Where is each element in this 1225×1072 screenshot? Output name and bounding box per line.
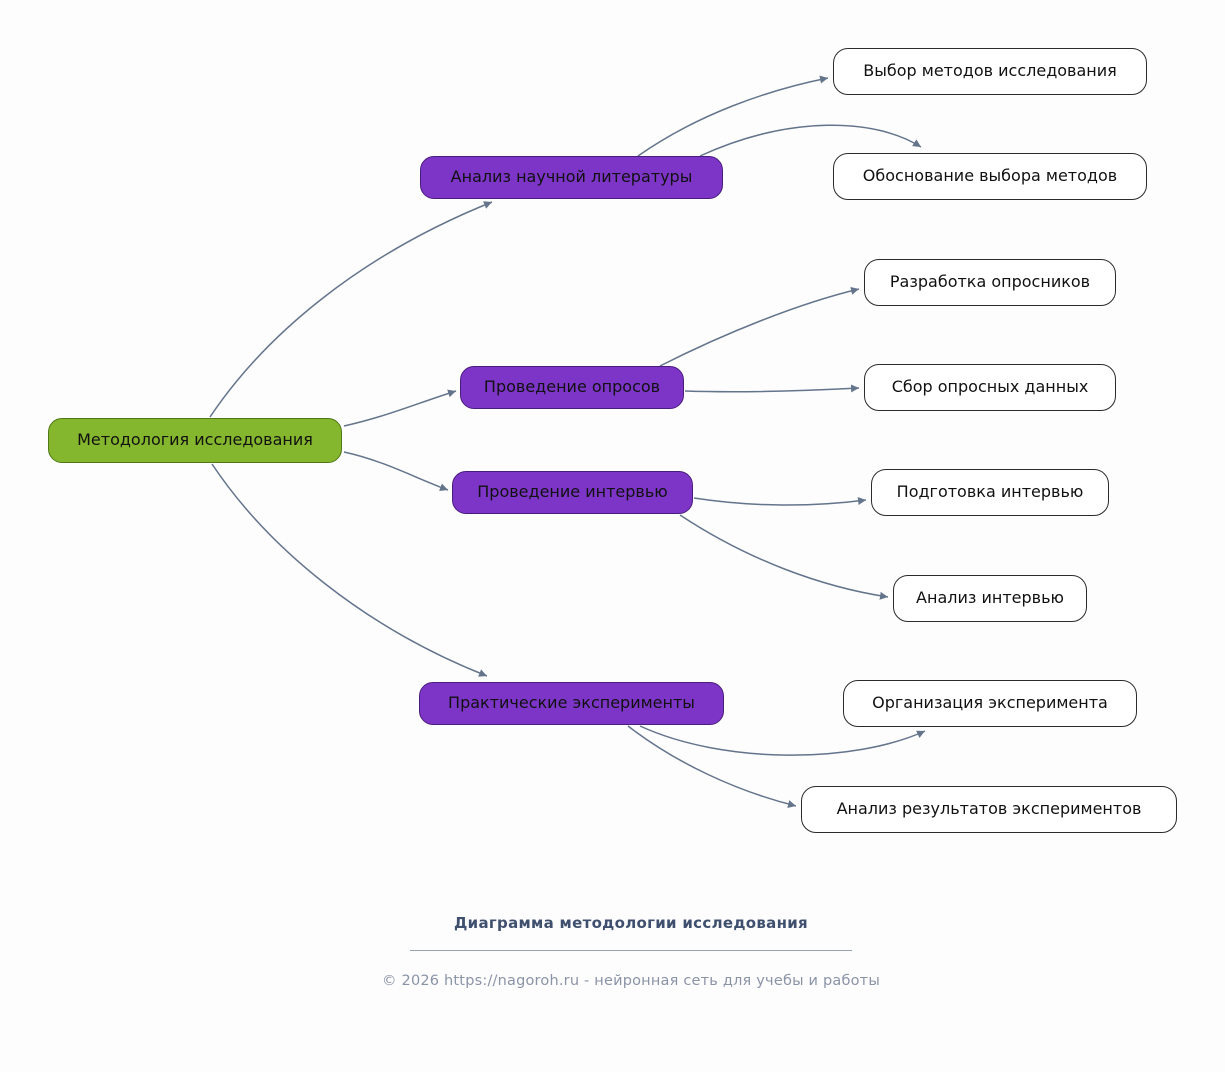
node-questionnaire-development: Разработка опросников [864,259,1116,306]
node-experiments: Практические эксперименты [419,682,724,725]
node-survey-data-collection: Сбор опросных данных [864,364,1116,411]
footer-copyright: © 2026 https://nagoroh.ru - нейронная се… [382,973,880,989]
node-analysis-literature: Анализ научной литературы [420,156,723,199]
edge-experiments-to-organization [639,725,926,756]
edge-root-to-surveys [343,389,457,427]
node-experiment-results-analysis: Анализ результатов экспериментов [801,786,1177,833]
edge-interviews-to-analysis [679,514,889,600]
node-method-justification: Обоснование выбора методов [833,153,1147,200]
edge-interviews-to-preparation [693,497,867,506]
footer-title: Диаграмма методологии исследования [454,914,808,932]
edge-surveys-to-survey-data-collection [684,384,860,393]
edge-surveys-to-questionnaire-development [659,286,860,367]
node-surveys: Проведение опросов [460,366,684,409]
node-experiment-organization: Организация эксперимента [843,680,1137,727]
node-interview-preparation: Подготовка интервью [871,469,1109,516]
diagram-footer: Диаграмма методологии исследования © 202… [231,914,1031,989]
edge-experiments-to-results-analysis [627,725,797,808]
node-interviews: Проведение интервью [452,471,693,514]
edge-root-to-literature [209,201,493,418]
footer-divider [410,950,852,951]
edge-root-to-interviews [343,451,449,492]
edge-literature-to-method-selection [637,75,829,157]
node-root: Методология исследования [48,418,342,463]
edge-literature-to-method-justification [699,124,922,157]
edge-root-to-experiments [211,463,488,677]
node-method-selection: Выбор методов исследования [833,48,1147,95]
node-interview-analysis: Анализ интервью [893,575,1087,622]
